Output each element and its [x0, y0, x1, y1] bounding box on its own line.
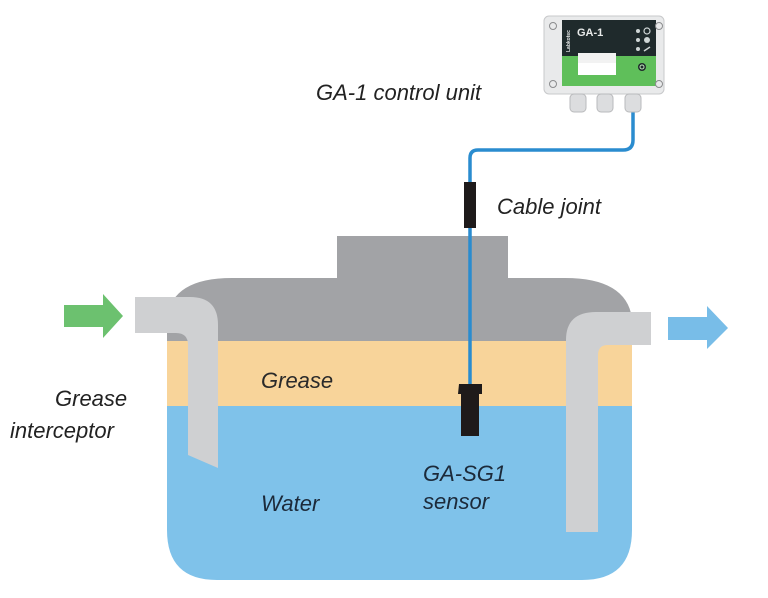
- cable-joint-label: Cable joint: [497, 194, 601, 219]
- grease-interceptor-label-line2: interceptor: [10, 418, 114, 443]
- grease-layer-label: Grease: [261, 368, 334, 393]
- grease-layer: [167, 341, 632, 406]
- sensor-cable: [468, 112, 635, 388]
- unit-brand-text: Labkotec: [566, 30, 572, 52]
- water-layer: [167, 405, 632, 580]
- outlet-pipe: [566, 312, 651, 532]
- sensor-label-line1: GA-SG1: [423, 461, 507, 486]
- ga-sg1-sensor: [458, 384, 482, 436]
- unit-model-text: GA-1: [577, 27, 603, 39]
- cable-joint: [464, 182, 476, 228]
- inflow-arrow-icon: [64, 294, 123, 338]
- tank-lid: [167, 236, 632, 341]
- water-layer-label: Water: [261, 491, 320, 516]
- control-unit-label: GA-1 control unit: [316, 80, 482, 105]
- outflow-arrow-icon: [668, 306, 728, 349]
- grease-interceptor-label-line1: Grease: [55, 386, 128, 411]
- ga1-control-unit: GA-1 Labkotec: [543, 15, 665, 113]
- inlet-pipe: [135, 297, 218, 468]
- sensor-label-line2: sensor: [423, 489, 490, 514]
